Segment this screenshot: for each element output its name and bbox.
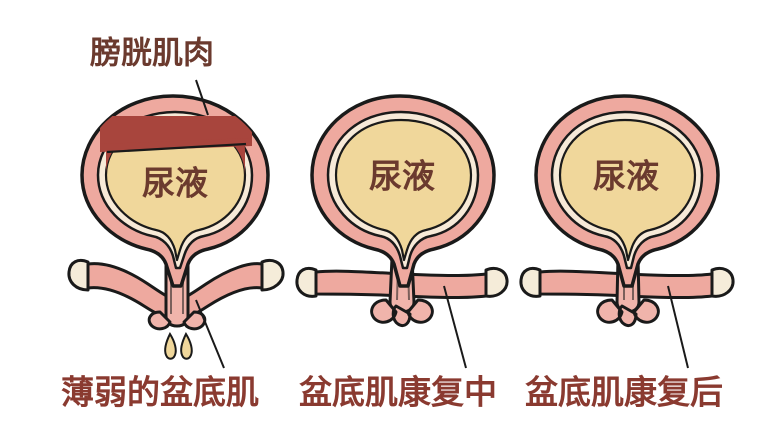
recovered-pelvic-floor-leader-line [667,285,689,369]
recovering-pelvic-floor-leader-line [443,285,467,369]
sphincter [147,310,207,331]
bladder-muscle-band [100,116,252,175]
panel-recovering: 尿液 盆底肌康复中 [295,94,509,412]
muscle-band-edge [106,142,247,154]
urine-drop-2 [180,331,193,360]
sphincter [596,298,660,328]
pelvic-floor-sagging [67,258,285,323]
urine-leak-drops [164,331,193,360]
pelvic-bone-right [484,266,509,298]
pelvic-bone-right [710,266,735,298]
sphincter [370,298,434,328]
urine-drop-1 [164,331,177,360]
weak-pelvic-floor-leader-line [195,299,225,369]
urine-fill [558,118,697,262]
caption-recovered: 盆底肌康复后 [525,373,723,412]
pelvic-bone-right [260,258,285,292]
pelvic-bone-left [295,266,318,298]
urine-label-weak: 尿液 [142,164,208,203]
bladder-muscle-label: 膀胱肌肉 [90,36,214,72]
urine-fill [334,118,473,262]
urine-label-recovered: 尿液 [593,157,659,196]
panel-weak: 尿液 膀胱肌肉 薄弱的盆底肌 [61,36,285,412]
pelvic-bone-left [67,258,90,292]
urine-label-recovering: 尿液 [369,157,435,196]
bladder-muscle-leader-line [195,79,209,116]
pelvic-bone-left [519,266,542,298]
caption-weak-pelvic-floor: 薄弱的盆底肌 [61,373,259,412]
caption-recovering: 盆底肌康复中 [299,373,497,412]
panel-recovered: 尿液 盆底肌康复后 [519,94,735,412]
